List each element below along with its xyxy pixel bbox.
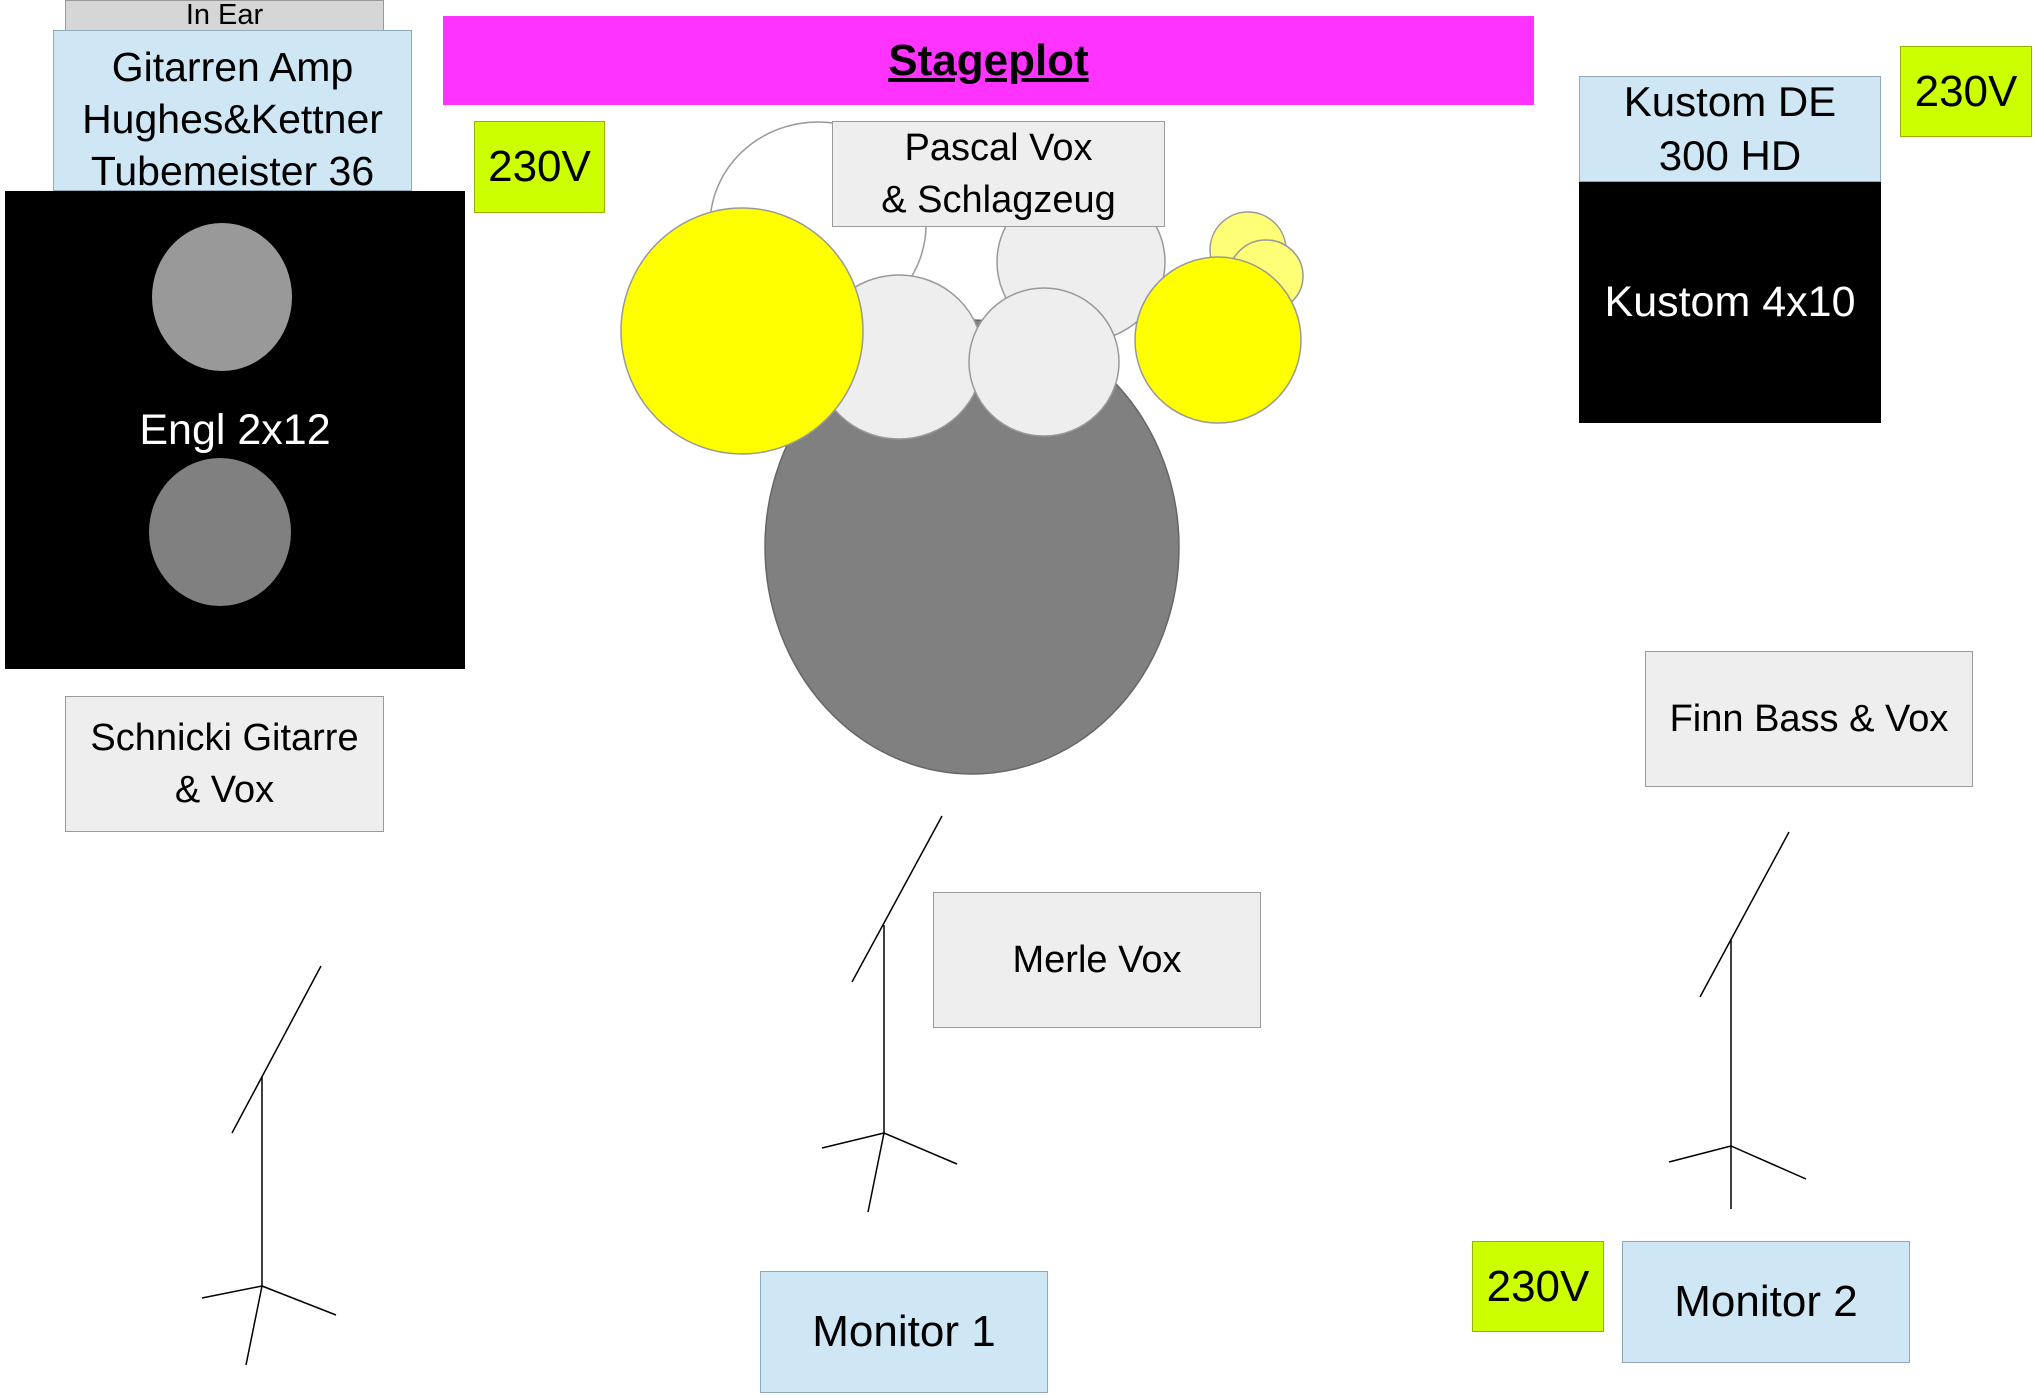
monitor-1: Monitor 1 — [760, 1271, 1048, 1393]
speaker-icon — [149, 458, 291, 606]
guitarist-label: Schnicki Gitarre & Vox — [65, 696, 384, 832]
bass-cabinet — [1579, 181, 1881, 423]
title-bar: Stageplot — [443, 16, 1534, 105]
power-outlet: 230V — [474, 121, 605, 213]
bass-cabinet-label: Kustom 4x10 — [1604, 277, 1856, 326]
mic-stand-icon — [821, 815, 958, 1213]
singer-label: Merle Vox — [933, 892, 1261, 1028]
power-outlet: 230V — [1900, 46, 2032, 137]
power-outlet: 230V — [1472, 1241, 1604, 1332]
in-ear-label: In Ear — [65, 0, 384, 31]
drummer-label: Pascal Vox & Schlagzeug — [832, 121, 1165, 227]
bass-amp: Kustom DE 300 HD — [1579, 76, 1881, 182]
guitar-cabinet-label: Engl 2x12 — [139, 405, 331, 454]
mic-stand-icon — [1668, 831, 1807, 1209]
page-title: Stageplot — [888, 35, 1089, 85]
guitar-amp: Gitarren Amp Hughes&Kettner Tubemeister … — [53, 30, 412, 191]
drum-kit-icon — [620, 121, 1304, 775]
speaker-icon — [152, 223, 292, 371]
monitor-2: Monitor 2 — [1622, 1241, 1910, 1363]
mic-stand-icon — [201, 965, 337, 1366]
bassist-label: Finn Bass & Vox — [1645, 651, 1973, 787]
